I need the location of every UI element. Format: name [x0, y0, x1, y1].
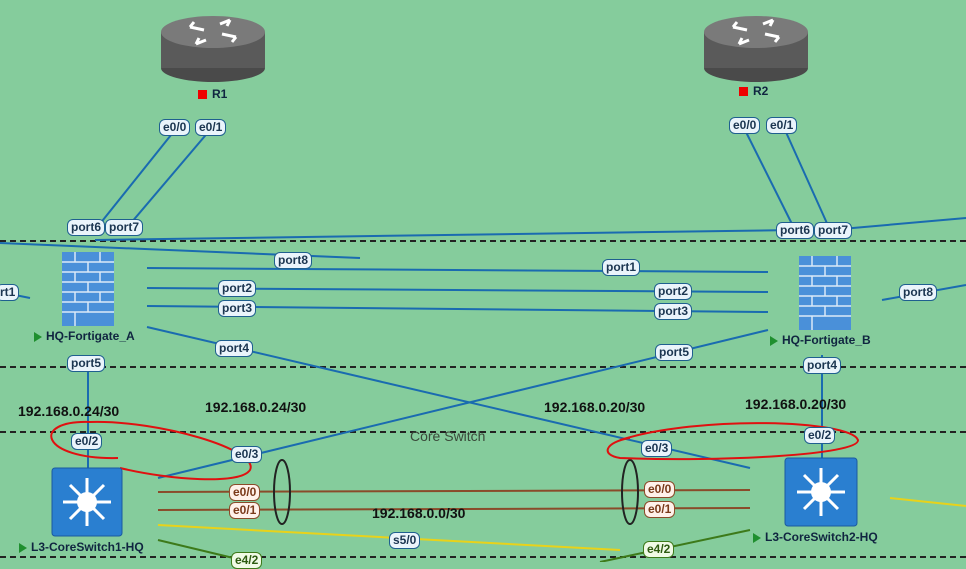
- port-label[interactable]: port8: [899, 284, 937, 301]
- stopped-indicator-icon: [739, 87, 748, 97]
- red-annotation-right: [606, 422, 859, 461]
- router-r2-icon[interactable]: [704, 16, 808, 82]
- link-sw2-yellow[interactable]: [889, 497, 966, 507]
- link-port6-cross[interactable]: [94, 229, 796, 241]
- port-label[interactable]: port2: [654, 283, 692, 300]
- port-channel-ellipse: [273, 459, 291, 525]
- port-label[interactable]: port7: [105, 219, 143, 236]
- port-label[interactable]: port7: [814, 222, 852, 239]
- port-label[interactable]: s5/0: [389, 532, 421, 549]
- port-label[interactable]: e0/2: [71, 433, 103, 450]
- port-label[interactable]: e4/2: [231, 552, 263, 569]
- port-label[interactable]: e0/1: [195, 119, 227, 136]
- firewall-fgb-icon[interactable]: [799, 256, 851, 330]
- port-label[interactable]: port2: [218, 280, 256, 297]
- link-r1-fga-1[interactable]: [94, 129, 176, 231]
- firewall-fga-icon[interactable]: [62, 252, 114, 326]
- node-label-fgb[interactable]: HQ-Fortigate_B: [770, 333, 871, 347]
- port-label[interactable]: e0/3: [641, 440, 673, 457]
- port-label[interactable]: e0/0: [729, 117, 761, 134]
- running-indicator-icon: [34, 331, 42, 342]
- port-label[interactable]: e0/1: [644, 501, 676, 518]
- port-label[interactable]: port4: [803, 357, 841, 374]
- node-label-r2[interactable]: R2: [739, 84, 768, 98]
- port-label[interactable]: e0/0: [644, 481, 676, 498]
- port-label[interactable]: e0/1: [229, 502, 261, 519]
- link-r2-fgb-2[interactable]: [784, 129, 831, 231]
- link-r2-fgb-1[interactable]: [744, 129, 796, 231]
- zone-label: Core Switch: [410, 428, 486, 444]
- red-annotation-left: [50, 420, 252, 481]
- port-label[interactable]: e0/0: [229, 484, 261, 501]
- ip-label: 192.168.0.20/30: [745, 396, 847, 412]
- ip-label: 192.168.0.0/30: [372, 505, 466, 521]
- port-label[interactable]: port6: [67, 219, 105, 236]
- ip-label: 192.168.0.24/30: [205, 399, 307, 415]
- stopped-indicator-icon: [198, 90, 207, 100]
- router-r1-icon[interactable]: [161, 16, 265, 82]
- port-label[interactable]: port4: [215, 340, 253, 357]
- node-label-fga[interactable]: HQ-Fortigate_A: [34, 329, 135, 343]
- port-label[interactable]: e0/1: [766, 117, 798, 134]
- port-label[interactable]: port3: [218, 300, 256, 317]
- link-fgb-port7-right[interactable]: [829, 217, 966, 231]
- running-indicator-icon: [770, 335, 778, 346]
- ip-label: 192.168.0.20/30: [544, 399, 646, 415]
- port-label[interactable]: port5: [67, 355, 105, 372]
- node-label-sw1[interactable]: L3-CoreSwitch1-HQ: [19, 540, 144, 554]
- node-label-sw2[interactable]: L3-CoreSwitch2-HQ: [753, 530, 878, 544]
- running-indicator-icon: [753, 532, 761, 543]
- port-label[interactable]: port3: [654, 303, 692, 320]
- link-port1[interactable]: [146, 267, 769, 273]
- port-label[interactable]: e0/0: [159, 119, 191, 136]
- port-label[interactable]: e0/3: [231, 446, 263, 463]
- link-e42[interactable]: [599, 529, 751, 562]
- port-label[interactable]: port8: [274, 252, 312, 269]
- port-channel-ellipse: [621, 459, 639, 525]
- l3-switch-sw2-icon[interactable]: [784, 457, 858, 527]
- running-indicator-icon: [19, 542, 27, 553]
- l3-switch-sw1-icon[interactable]: [51, 467, 123, 537]
- port-label[interactable]: e0/2: [804, 427, 836, 444]
- port-label[interactable]: rt1: [0, 284, 20, 301]
- node-label-r1[interactable]: R1: [198, 87, 227, 101]
- port-label[interactable]: port5: [655, 344, 693, 361]
- port-label[interactable]: port6: [776, 222, 814, 239]
- link-r1-fga-2[interactable]: [124, 129, 211, 231]
- ip-label: 192.168.0.24/30: [18, 403, 120, 419]
- port-label[interactable]: port1: [602, 259, 640, 276]
- port-label[interactable]: e4/2: [643, 541, 675, 558]
